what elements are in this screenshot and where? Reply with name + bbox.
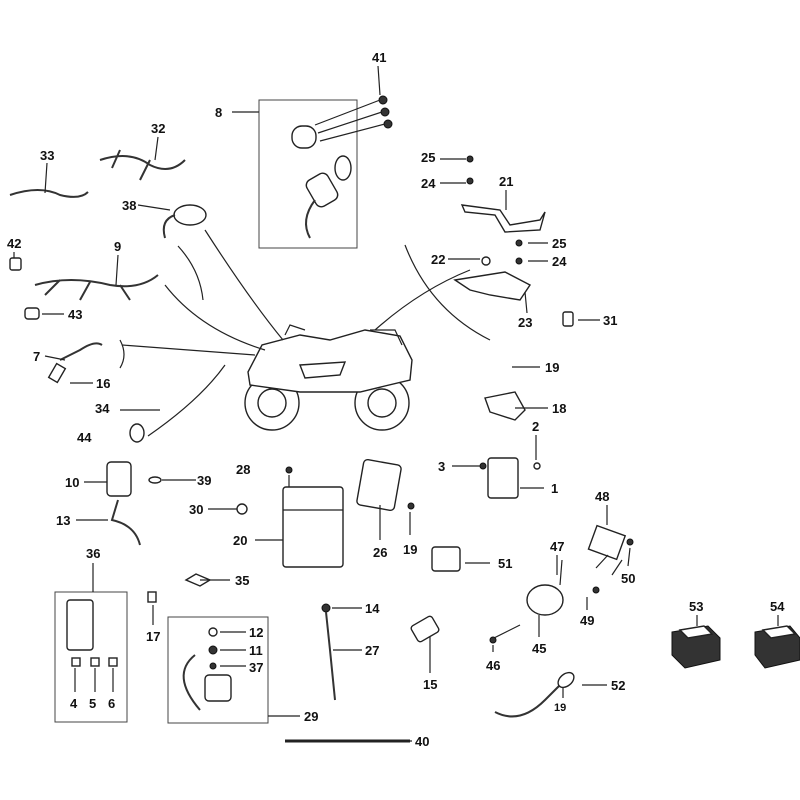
part-53 xyxy=(671,625,721,669)
ecu-kit-box xyxy=(54,591,128,723)
atv-illustration xyxy=(244,324,413,431)
divider xyxy=(177,245,204,301)
label-37: 37 xyxy=(249,660,263,675)
label-38: 38 xyxy=(122,198,136,213)
label-14: 14 xyxy=(365,601,380,616)
label-20: 20 xyxy=(233,533,247,548)
label-17: 17 xyxy=(146,629,160,644)
label-48: 48 xyxy=(595,489,609,504)
label-45: 45 xyxy=(532,641,546,656)
label-19c: 19 xyxy=(554,702,566,714)
label-19b: 19 xyxy=(403,542,417,557)
label-32: 32 xyxy=(151,121,165,136)
label-52: 52 xyxy=(611,678,625,693)
label-51: 51 xyxy=(498,556,512,571)
label-50: 50 xyxy=(621,571,635,586)
label-24b: 24 xyxy=(552,254,567,269)
callout-labels: 41 8 32 33 25 24 21 38 42 9 25 22 24 43 … xyxy=(7,50,785,749)
parts xyxy=(9,95,800,743)
label-15: 15 xyxy=(423,677,437,692)
label-35: 35 xyxy=(235,573,249,588)
label-34: 34 xyxy=(95,401,110,416)
label-28: 28 xyxy=(236,462,250,477)
label-30: 30 xyxy=(189,502,203,517)
label-7: 7 xyxy=(33,349,40,364)
label-47: 47 xyxy=(550,539,564,554)
label-19: 19 xyxy=(545,360,559,375)
label-23: 23 xyxy=(518,315,532,330)
label-43: 43 xyxy=(68,307,82,322)
label-44: 44 xyxy=(77,430,92,445)
label-41: 41 xyxy=(372,50,386,65)
label-9: 9 xyxy=(114,239,121,254)
divider xyxy=(147,364,226,437)
label-5: 5 xyxy=(89,696,96,711)
label-42: 42 xyxy=(7,236,21,251)
label-29: 29 xyxy=(304,709,318,724)
leader-line xyxy=(121,344,256,356)
label-11: 11 xyxy=(249,643,263,658)
label-13: 13 xyxy=(56,513,70,528)
label-10: 10 xyxy=(65,475,79,490)
label-4: 4 xyxy=(70,696,78,711)
label-54: 54 xyxy=(770,599,785,614)
label-18: 18 xyxy=(552,401,566,416)
divider xyxy=(119,339,125,369)
label-49: 49 xyxy=(580,613,594,628)
label-53: 53 xyxy=(689,599,703,614)
leader-line xyxy=(164,284,266,351)
label-46: 46 xyxy=(486,658,500,673)
ignition-switch-box xyxy=(258,99,358,249)
relay-kit-box xyxy=(167,616,269,724)
label-24: 24 xyxy=(421,176,436,191)
label-21: 21 xyxy=(499,174,513,189)
label-39: 39 xyxy=(197,473,211,488)
part-54 xyxy=(754,625,800,669)
label-31: 31 xyxy=(603,313,617,328)
label-25: 25 xyxy=(421,150,435,165)
label-2: 2 xyxy=(532,419,539,434)
label-12: 12 xyxy=(249,625,263,640)
label-26: 26 xyxy=(373,545,387,560)
divider xyxy=(404,244,491,341)
label-36: 36 xyxy=(86,546,100,561)
label-1: 1 xyxy=(551,481,558,496)
label-8: 8 xyxy=(215,105,222,120)
label-33: 33 xyxy=(40,148,54,163)
label-16: 16 xyxy=(96,376,110,391)
label-25b: 25 xyxy=(552,236,566,251)
leader-line xyxy=(374,269,471,331)
label-22: 22 xyxy=(431,252,445,267)
label-40: 40 xyxy=(415,734,429,749)
label-27: 27 xyxy=(365,643,379,658)
leader-line xyxy=(204,229,284,341)
label-6: 6 xyxy=(108,696,115,711)
label-3: 3 xyxy=(438,459,445,474)
